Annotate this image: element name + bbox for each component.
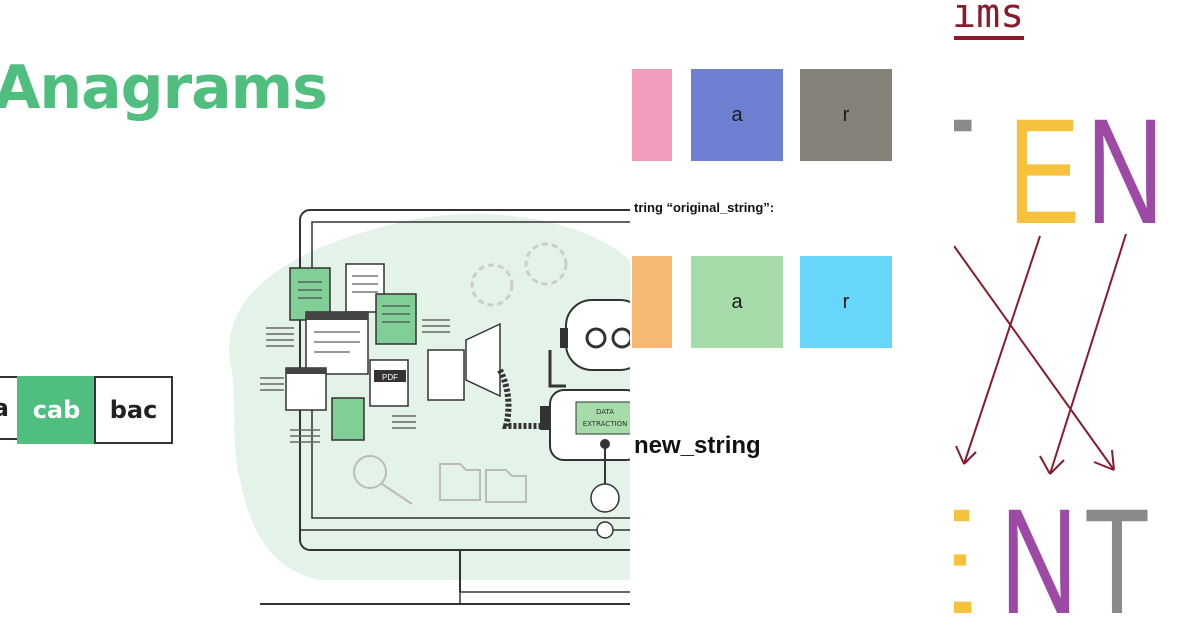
arrow-head — [1039, 455, 1065, 475]
document-icon — [427, 349, 465, 401]
word-row: a cab bac — [0, 376, 173, 444]
string-tiles-panel: a r tring “original_string”: a r new_str… — [632, 0, 954, 630]
document-icon — [375, 293, 417, 345]
pdf-label: PDF — [382, 373, 398, 382]
robot-badge-line1: DATA — [596, 408, 614, 416]
word-box-highlighted: cab — [17, 376, 96, 444]
original-string-caption: tring “original_string”: — [634, 200, 775, 215]
word-box: bac — [94, 376, 173, 444]
char-tile: r — [800, 69, 892, 161]
robot-badge-line2: EXTRACTION — [583, 420, 628, 428]
char-tile: a — [691, 256, 783, 348]
robot-icon: DATA EXTRACTION — [540, 299, 630, 539]
arrow-line — [963, 235, 1041, 465]
char-tile — [632, 256, 672, 348]
faded-icons — [353, 455, 527, 505]
arrow-line — [954, 245, 1115, 471]
char-tile: a — [691, 69, 783, 161]
gear-icon — [470, 263, 514, 307]
browser-window-icon — [305, 311, 369, 375]
conveyor-pipe — [497, 368, 550, 429]
data-extraction-illustration: PDF DATA EXTRACTION — [229, 209, 630, 605]
arrow-head — [955, 445, 977, 465]
char-tile — [632, 69, 672, 161]
letter-bottom: T — [1084, 477, 1150, 630]
text-lines-decoration — [260, 319, 450, 443]
document-icon — [345, 263, 385, 313]
document-icon — [331, 397, 365, 441]
swap-arrows — [954, 233, 1127, 475]
search-icon — [353, 455, 387, 489]
letter-top: E — [1008, 87, 1081, 255]
letter-swap-panel: ıms T E N E N T — [954, 0, 1200, 630]
pdf-file-icon: PDF — [369, 359, 409, 407]
letter-top: T — [954, 96, 974, 246]
partial-heading: ıms — [954, 0, 1025, 40]
gear-icon — [524, 242, 568, 286]
browser-window-icon — [285, 367, 327, 411]
funnel-shape — [465, 322, 501, 398]
letter-bottom: N — [1000, 477, 1078, 630]
folder-icon — [485, 469, 527, 503]
folder-icon — [439, 463, 481, 501]
letter-top: N — [1086, 87, 1164, 255]
letter-bottom: E — [954, 486, 976, 630]
char-tile: r — [800, 256, 892, 348]
anagrams-slide-panel: Anagrams a cab bac — [0, 53, 630, 605]
arrow-line — [1049, 233, 1127, 475]
arrow-head — [1093, 449, 1115, 471]
new-string-label: new_string — [634, 432, 761, 459]
slide-title: Anagrams — [0, 53, 328, 123]
